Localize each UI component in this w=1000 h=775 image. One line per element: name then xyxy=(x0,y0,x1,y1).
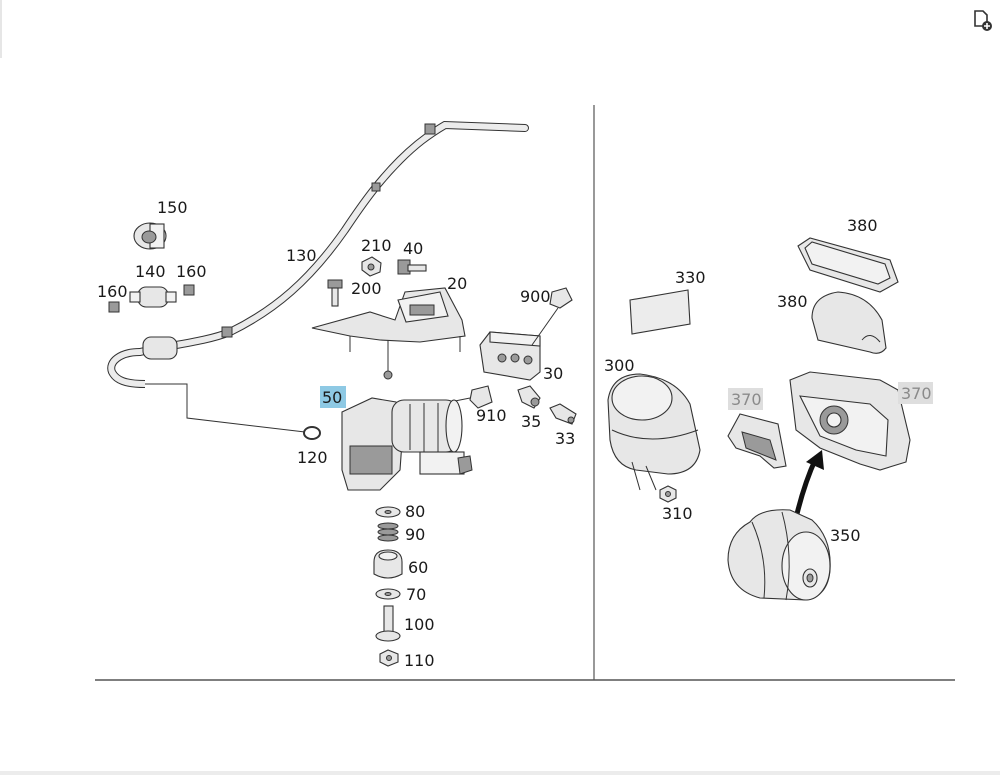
label-33[interactable]: 33 xyxy=(555,429,575,448)
label-370-left: 370 xyxy=(731,390,762,409)
label-50[interactable]: 50 xyxy=(322,388,342,407)
leader-line-900 xyxy=(531,307,559,346)
leader-line-120 xyxy=(145,383,306,433)
part-310-nut[interactable] xyxy=(659,485,677,503)
label-300[interactable]: 300 xyxy=(604,356,635,375)
label-160-left[interactable]: 160 xyxy=(97,282,128,301)
part-30-valve-block[interactable] xyxy=(479,331,541,381)
part-380-cover-curved[interactable] xyxy=(811,291,887,354)
label-30[interactable]: 30 xyxy=(543,364,563,383)
part-130-hose[interactable] xyxy=(107,120,529,388)
part-300-canister[interactable] xyxy=(607,373,701,491)
part-33-fitting[interactable] xyxy=(549,403,577,425)
part-120-clamp[interactable] xyxy=(303,426,321,440)
label-80[interactable]: 80 xyxy=(405,502,425,521)
label-110[interactable]: 110 xyxy=(404,651,435,670)
part-70-washer[interactable] xyxy=(375,588,401,600)
label-40[interactable]: 40 xyxy=(403,239,423,258)
label-130[interactable]: 130 xyxy=(286,246,317,265)
label-35[interactable]: 35 xyxy=(521,412,541,431)
label-310[interactable]: 310 xyxy=(662,504,693,523)
part-80-washer[interactable] xyxy=(375,506,401,518)
part-hose-filter[interactable] xyxy=(142,336,178,360)
part-40-valve[interactable] xyxy=(397,259,427,275)
label-350[interactable]: 350 xyxy=(830,526,861,545)
label-70[interactable]: 70 xyxy=(406,585,426,604)
label-100[interactable]: 100 xyxy=(404,615,435,634)
label-210[interactable]: 210 xyxy=(361,236,392,255)
label-380-middle[interactable]: 380 xyxy=(777,292,808,311)
label-370-right: 370 xyxy=(901,384,932,403)
part-910-connector[interactable] xyxy=(469,385,493,409)
part-350-reservoir[interactable] xyxy=(727,509,831,601)
part-90-spring[interactable] xyxy=(377,522,399,542)
part-140-filter[interactable] xyxy=(129,286,177,308)
part-900-connector[interactable] xyxy=(549,287,573,309)
label-20[interactable]: 20 xyxy=(447,274,467,293)
label-370-right-background xyxy=(898,382,933,404)
part-110-nut[interactable] xyxy=(379,649,399,667)
part-50-compressor[interactable] xyxy=(341,397,473,491)
label-910[interactable]: 910 xyxy=(476,406,507,425)
part-100-bolt[interactable] xyxy=(375,605,401,642)
label-60[interactable]: 60 xyxy=(408,558,428,577)
part-20-bracket[interactable] xyxy=(311,287,466,380)
part-330-pad[interactable] xyxy=(629,289,691,335)
label-90[interactable]: 90 xyxy=(405,525,425,544)
part-210-nut[interactable] xyxy=(361,256,382,277)
label-160-right[interactable]: 160 xyxy=(176,262,207,281)
direction-arrow xyxy=(793,450,824,519)
label-140[interactable]: 140 xyxy=(135,262,166,281)
part-200-bolt[interactable] xyxy=(327,279,343,307)
part-160-nut-left[interactable] xyxy=(108,301,120,313)
bottom-scroll-area xyxy=(0,771,1000,775)
label-150[interactable]: 150 xyxy=(157,198,188,217)
part-150-filter[interactable] xyxy=(133,222,167,250)
left-edge-strip xyxy=(0,0,2,58)
part-370-bracket-small[interactable] xyxy=(727,413,787,469)
part-35-fitting[interactable] xyxy=(517,385,541,409)
label-900[interactable]: 900 xyxy=(520,287,551,306)
part-380-cover-flat[interactable] xyxy=(797,237,899,293)
document-add-icon[interactable] xyxy=(968,6,994,32)
label-group: 150 160 140 160 130 210 40 200 20 900 50… xyxy=(97,198,933,670)
label-370-left-background xyxy=(728,388,763,410)
label-330[interactable]: 330 xyxy=(675,268,706,287)
label-380-top[interactable]: 380 xyxy=(847,216,878,235)
part-370-housing[interactable] xyxy=(789,371,911,471)
label-50-highlight xyxy=(320,386,346,408)
label-200[interactable]: 200 xyxy=(351,279,382,298)
label-120[interactable]: 120 xyxy=(297,448,328,467)
part-160-nut-right[interactable] xyxy=(183,284,195,296)
part-60-bushing[interactable] xyxy=(373,549,403,579)
